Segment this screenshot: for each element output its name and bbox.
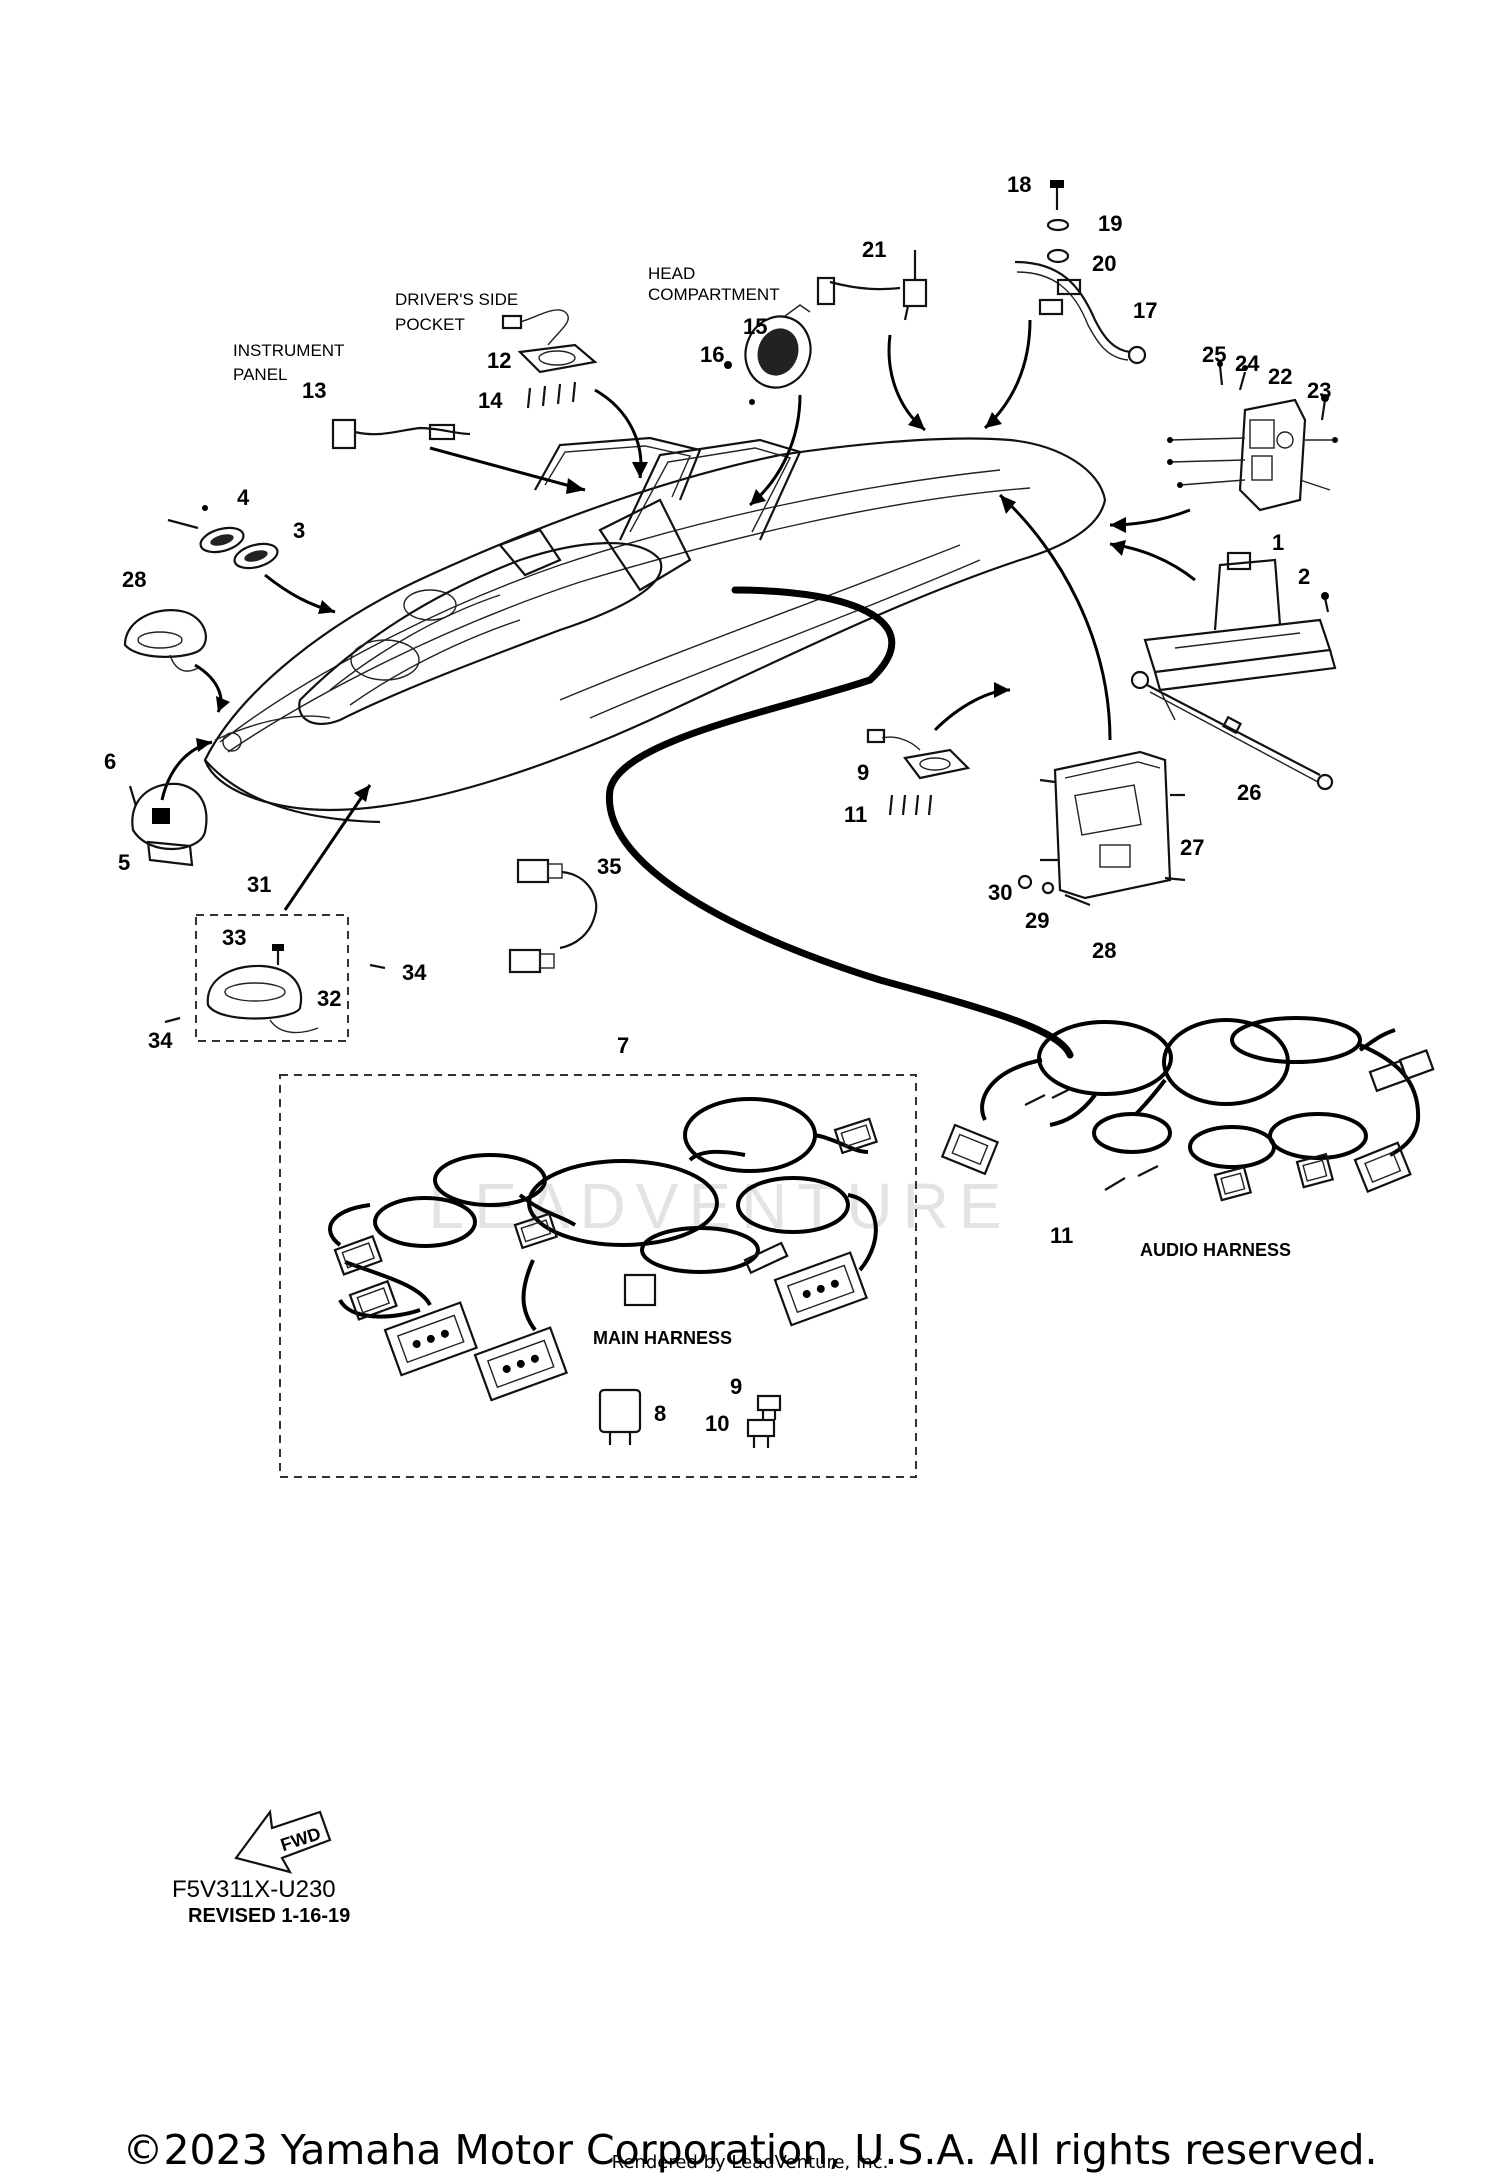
callout-35: 35	[597, 854, 621, 879]
rendered-by-notice: Rendered by LeadVenture, Inc.	[611, 2152, 889, 2173]
callout-29: 29	[1025, 908, 1049, 933]
callout-6: 6	[104, 749, 116, 774]
revised-date: REVISED 1-16-19	[188, 1905, 350, 1927]
callout-8: 8	[654, 1401, 666, 1426]
callout-numbers: 1 2 3 4 5 6 7 8 9 9 10 11 11 12 13 14 15…	[104, 172, 1331, 1436]
bow-light-5	[128, 782, 208, 867]
callout-9-light: 9	[857, 760, 869, 785]
instrument-panel-label-line1: INSTRUMENT	[233, 341, 344, 360]
drivers-pocket-label-line2: POCKET	[395, 315, 465, 334]
callout-20: 20	[1092, 251, 1116, 276]
callout-24: 24	[1235, 351, 1260, 376]
callout-4: 4	[237, 485, 250, 510]
sender-21	[816, 250, 928, 321]
callout-11-audio: 11	[1050, 1223, 1073, 1248]
fwd-arrow-icon: FWD	[234, 1809, 332, 1874]
battery-box	[1143, 551, 1337, 721]
screw-2	[1321, 592, 1330, 613]
main-harness	[279, 1074, 917, 1478]
callout-11-light: 11	[844, 802, 867, 827]
callout-30: 30	[988, 880, 1012, 905]
head-compartment-label-line1: HEAD	[648, 264, 695, 283]
callout-27: 27	[1180, 835, 1204, 860]
nav-light-28	[123, 609, 207, 672]
callout-10: 10	[705, 1411, 729, 1436]
callout-17: 17	[1133, 298, 1157, 323]
callout-5: 5	[118, 850, 130, 875]
diagram-code: F5V311X-U230	[172, 1876, 336, 1903]
instrument-panel-label-line2: PANEL	[233, 365, 288, 384]
callout-26: 26	[1237, 780, 1261, 805]
speaker-15	[744, 304, 812, 405]
adapter-35	[508, 858, 598, 974]
callout-3: 3	[293, 518, 305, 543]
bolt-washer-nut	[1046, 180, 1070, 264]
callout-34-left: 34	[148, 1028, 173, 1053]
screw-16	[724, 361, 732, 369]
screws-23-25	[1217, 361, 1329, 421]
callout-34-right: 34	[402, 960, 427, 985]
callout-2: 2	[1298, 564, 1310, 589]
cup-holders-3-4	[167, 505, 279, 570]
callout-18: 18	[1007, 172, 1031, 197]
instrument-wire-13	[331, 418, 471, 450]
callout-22: 22	[1268, 364, 1292, 389]
pocket-light-12	[501, 309, 598, 374]
drivers-pocket-label-line1: DRIVER'S SIDE	[395, 290, 518, 309]
main-harness-label: MAIN HARNESS	[593, 1328, 732, 1348]
boat-hull	[203, 436, 1107, 824]
callout-31: 31	[247, 872, 271, 897]
callout-23: 23	[1307, 378, 1331, 403]
callout-12: 12	[487, 348, 511, 373]
callout-32: 32	[317, 986, 341, 1011]
callout-28-left: 28	[122, 567, 146, 592]
courtesy-light-9	[866, 728, 971, 816]
control-unit	[1039, 750, 1186, 900]
callout-14: 14	[478, 388, 503, 413]
callout-16: 16	[700, 342, 724, 367]
audio-harness-label: AUDIO HARNESS	[1140, 1240, 1291, 1260]
callout-33: 33	[222, 925, 246, 950]
screws-14	[526, 381, 577, 409]
callout-21: 21	[862, 237, 886, 262]
copyright-notice: ©2023 Yamaha Motor Corporation, U.S.A. A…	[122, 2126, 1378, 2174]
leader-arrows	[160, 319, 1196, 911]
callout-9-main: 9	[730, 1374, 742, 1399]
callout-19: 19	[1098, 211, 1122, 236]
callout-13: 13	[302, 378, 326, 403]
callout-15: 15	[743, 314, 767, 339]
callout-25: 25	[1202, 342, 1226, 367]
callout-7: 7	[617, 1033, 629, 1058]
captions: INSTRUMENT PANEL DRIVER'S SIDE POCKET HE…	[172, 264, 1291, 1927]
battery-cable	[1130, 670, 1334, 791]
audio-harness	[940, 1016, 1435, 1202]
group-31	[164, 914, 386, 1042]
callout-28-ecu: 28	[1092, 938, 1116, 963]
callout-1: 1	[1272, 530, 1284, 555]
head-compartment-label-line2: COMPARTMENT	[648, 285, 780, 304]
ground-wire	[1014, 260, 1147, 365]
audio-wire-route	[605, 586, 1074, 1059]
fasteners-28-30	[1017, 874, 1091, 907]
switch-panel	[1167, 398, 1338, 512]
